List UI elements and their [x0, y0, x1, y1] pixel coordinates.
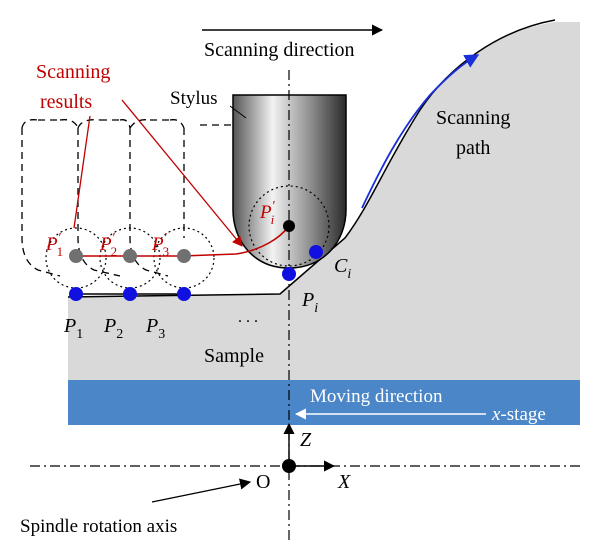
- label-pi: Pi: [301, 289, 318, 316]
- x-stage-label: x-stage: [491, 404, 546, 425]
- label-pi-prime-mark: ′: [272, 199, 276, 214]
- label-p1: P1: [63, 315, 83, 342]
- label-ci: Ci: [334, 255, 351, 282]
- label-pi-prime: P′i: [259, 199, 276, 227]
- label-p2-main: P: [103, 315, 116, 337]
- ellipsis-label: . . .: [238, 309, 258, 326]
- stylus-body: [232, 94, 347, 269]
- point-p1: [69, 287, 83, 301]
- label-p2-prime-sub: 2: [111, 244, 118, 259]
- origin-point: [282, 459, 296, 473]
- previous-stylus-outlines: [21, 119, 232, 277]
- point-p1-prime: [69, 249, 83, 263]
- point-p3: [177, 287, 191, 301]
- x-stage-suffix: -stage: [500, 404, 545, 425]
- point-p3-prime: [177, 249, 191, 263]
- scanning-results-pointer-1: [73, 115, 91, 229]
- sample-label: Sample: [204, 345, 264, 367]
- x-stage-var: x: [491, 404, 501, 425]
- label-p1-sub: 1: [76, 327, 83, 342]
- label-ci-sub: i: [347, 267, 351, 282]
- label-p2-sub: 2: [116, 327, 123, 342]
- x-stage: [68, 380, 580, 425]
- label-p3-prime-main: P: [151, 234, 164, 255]
- spindle-rotation-axis-label: Spindle rotation axis: [20, 516, 177, 537]
- label-p1-main: P: [63, 315, 76, 337]
- axis-x-label: X: [337, 471, 351, 493]
- label-p3: P3: [145, 315, 165, 342]
- scanning-results-label-line2: results: [40, 91, 92, 113]
- point-pi: [282, 267, 296, 281]
- label-pi-prime-sub: i: [271, 212, 275, 227]
- label-pi-sub: i: [314, 301, 318, 316]
- axis-z-label: Z: [300, 429, 312, 451]
- scanning-path-arrow: [361, 54, 480, 209]
- scanning-path-label-line2: path: [456, 137, 490, 159]
- label-p3-sub: 3: [158, 327, 165, 342]
- moving-direction-label: Moving direction: [310, 386, 443, 407]
- spindle-pointer: [151, 478, 252, 503]
- sample-surface-line: [67, 19, 556, 298]
- point-pi-prime: [283, 220, 295, 232]
- stylus-tip-circle: [248, 185, 330, 267]
- label-p2-prime-mark: ′: [112, 231, 116, 246]
- label-p3-main: P: [145, 315, 158, 337]
- label-ci-main: C: [334, 255, 348, 277]
- scanning-path-label-line1: Scanning: [436, 107, 510, 129]
- label-p1-prime-mark: ′: [58, 231, 62, 246]
- label-pi-main: P: [301, 289, 314, 311]
- stylus-pointer: [229, 105, 247, 119]
- label-p2: P2: [103, 315, 123, 342]
- label-p3-prime: P′3: [151, 231, 169, 259]
- label-p1-prime: P′1: [45, 231, 63, 259]
- probe-circle-1: [45, 227, 107, 289]
- sample-body: [68, 22, 580, 380]
- stylus-label: Stylus: [170, 88, 218, 109]
- label-p1-prime-sub: 1: [57, 244, 64, 259]
- label-p2-prime: P′2: [99, 231, 117, 259]
- point-p2-prime: [123, 249, 137, 263]
- probe-circle-3: [153, 227, 215, 289]
- scanning-direction-label: Scanning direction: [204, 39, 355, 61]
- probe-circle-2: [99, 227, 161, 289]
- label-p3-prime-mark: ′: [164, 231, 168, 246]
- scanning-results-label-line1: Scanning: [36, 61, 110, 83]
- label-p1-prime-main: P: [45, 234, 58, 255]
- origin-label: O: [256, 471, 270, 493]
- scanning-results-pointer-2: [121, 99, 243, 247]
- label-p3-prime-sub: 3: [163, 244, 170, 259]
- point-p2: [123, 287, 137, 301]
- label-p2-prime-main: P: [99, 234, 112, 255]
- label-pi-prime-main: P: [259, 202, 272, 223]
- point-ci: [309, 245, 323, 259]
